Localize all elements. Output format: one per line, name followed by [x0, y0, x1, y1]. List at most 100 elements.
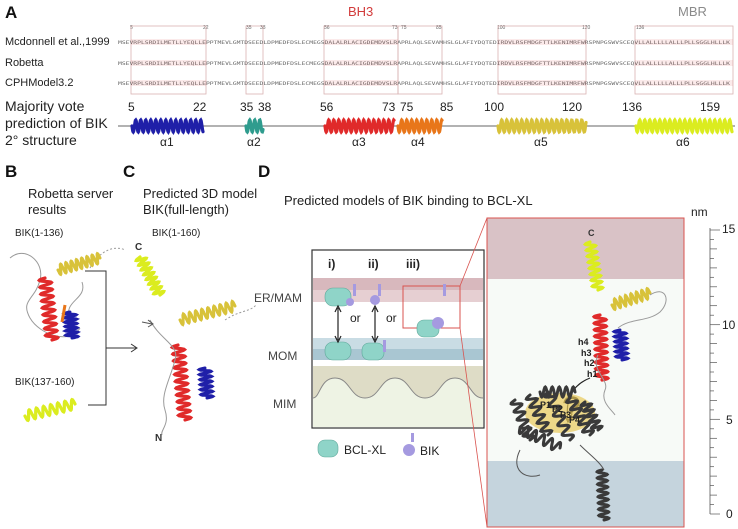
zoom-frame [486, 217, 685, 528]
panel-d-letter: D [258, 162, 270, 181]
helix-a6 [634, 116, 734, 136]
alignment-sequence-2: MSEVRPLSRDILMETLLYEQLLEPPTMEVLGMTDSEEDLD… [118, 61, 730, 67]
region-box-a6 [634, 25, 734, 95]
ruler-ticks [710, 229, 720, 515]
bik-head-ii [370, 295, 380, 305]
alignment-sequence-3: MSEVRPLSRDILMETLLYEQLLEPPTMEVLGMTDSEEDLD… [118, 81, 730, 87]
sequence-highlight [635, 39, 733, 45]
alignment-tick-56: 56 [324, 25, 330, 31]
bik-tm-i [353, 284, 356, 296]
mim-membrane [313, 366, 483, 398]
helix-label-h1: h1 [587, 369, 598, 379]
full-length-model-bik [134, 255, 257, 436]
alignment-row-label-3: CPHModel3.2 [5, 77, 73, 89]
bik-tm-iii [443, 284, 446, 296]
alignment-tick-85: 85 [436, 25, 442, 31]
alignment-tick-75: 75 [401, 25, 407, 31]
alignment-sequence-1: MSEVRPLSRDILMETLLYEQLLEPPTMEVLGMTDSEEDLD… [118, 40, 730, 46]
b-helix-red [36, 276, 61, 342]
bclxl-helix-7 [538, 384, 577, 400]
scenario-i-label: i) [328, 257, 335, 271]
sequence-highlight [131, 39, 206, 45]
bclxl-helix-2 [524, 393, 554, 437]
bh3-region-label: BH3 [348, 4, 373, 19]
helix-boundary-5: 5 [128, 100, 135, 114]
bik-tm-ii [378, 284, 381, 296]
bclxl-helix-5 [579, 400, 604, 432]
helix-boundary-75: 75 [400, 100, 414, 114]
region-box-a5 [497, 25, 587, 95]
zoom-er-membrane [487, 218, 684, 279]
mbr-region-label: MBR [678, 4, 707, 19]
legend-bik-label: BIK [420, 444, 439, 458]
zoom-cytosol [487, 279, 684, 461]
bclxl-helix-1 [509, 398, 536, 442]
bclxl-helix-6 [517, 424, 563, 452]
helix-name-a5: α5 [534, 135, 548, 149]
helix-boundary-22: 22 [193, 100, 207, 114]
alignment-tick-35: 35 [246, 25, 252, 31]
groove-label-p4: P4 [569, 415, 580, 425]
model-bik-137-160-label: BIK(137-160) [15, 377, 74, 388]
b-helix-tm [23, 397, 77, 423]
er-mam-label: ER/MAM [254, 291, 302, 305]
sequence-highlight [498, 39, 586, 45]
sequence-highlight [324, 39, 398, 45]
c-terminus-label-d: C [588, 228, 595, 238]
scenario-ii-label: ii) [368, 257, 379, 271]
mom-bottom-leaflet [313, 349, 483, 360]
bclxl-helix-4 [564, 396, 596, 437]
d-helix-yellow [610, 286, 652, 312]
helix-boundary-136: 136 [622, 100, 642, 114]
panel-c-title-line-1: Predicted 3D model [143, 186, 257, 201]
c-terminus-label-c: C [135, 242, 142, 253]
helix-name-a1: α1 [160, 135, 174, 149]
b-helix-blue [61, 310, 81, 340]
alignment-tick-100: 100 [497, 25, 506, 31]
helix-boundary-85: 85 [440, 100, 454, 114]
majority-vote-line-3: 2° structure [5, 132, 77, 148]
legend-bclxl-swatch [317, 439, 339, 458]
panel-b-letter: B [5, 162, 17, 181]
groove-label-p3: P3 [560, 410, 571, 420]
model-bik-1-160-label: BIK(1-160) [152, 228, 200, 239]
d-helix-tm [582, 240, 606, 292]
bclxl-structure [509, 384, 605, 477]
zoom-connector-top [459, 217, 488, 287]
legend-bik-swatch [403, 444, 415, 456]
ruler-label-10: 10 [722, 318, 736, 332]
secondary-structure-helices [130, 116, 734, 136]
bik-tm-ii-mom [383, 340, 386, 352]
panel-b-title-line-2: results [28, 202, 67, 217]
helix-name-a4: α4 [411, 135, 425, 149]
legend-bclxl-label: BCL-XL [344, 443, 386, 457]
helix-boundary-100: 100 [484, 100, 504, 114]
sequence-highlight [131, 80, 206, 86]
helix-a3 [323, 116, 396, 136]
or-text-1: or [350, 311, 361, 325]
zoomed-membrane-model: C h4 h3 h2 h1 ? P1 P2 P3 P4 [486, 217, 685, 528]
mim-label: MIM [273, 397, 296, 411]
panel-c-title-line-2: BIK(full-length) [143, 202, 229, 217]
majority-vote-line-1: Majority vote [5, 98, 85, 114]
zoom-mom-membrane [487, 461, 684, 527]
sequence-highlight [635, 60, 733, 66]
helix-name-a2: α2 [247, 135, 261, 149]
mom-label: MOM [268, 349, 297, 363]
ruler-label-15: 15 [722, 222, 736, 236]
alignment-tick-73: 73 [392, 25, 398, 31]
or-text-2: or [386, 311, 397, 325]
region-box-a2 [245, 25, 264, 95]
bclxl-tm-helix [595, 468, 611, 522]
robetta-model-bik-137-160 [23, 397, 77, 423]
region-box-a1 [130, 25, 207, 95]
c-helix-red [169, 343, 194, 422]
c-helix-yellow [178, 299, 237, 327]
bclxl-mom-i [324, 341, 352, 361]
sequence-highlight [324, 60, 398, 66]
panel-b-title-line-1: Robetta server [28, 186, 114, 201]
mom-top-leaflet [313, 338, 483, 349]
